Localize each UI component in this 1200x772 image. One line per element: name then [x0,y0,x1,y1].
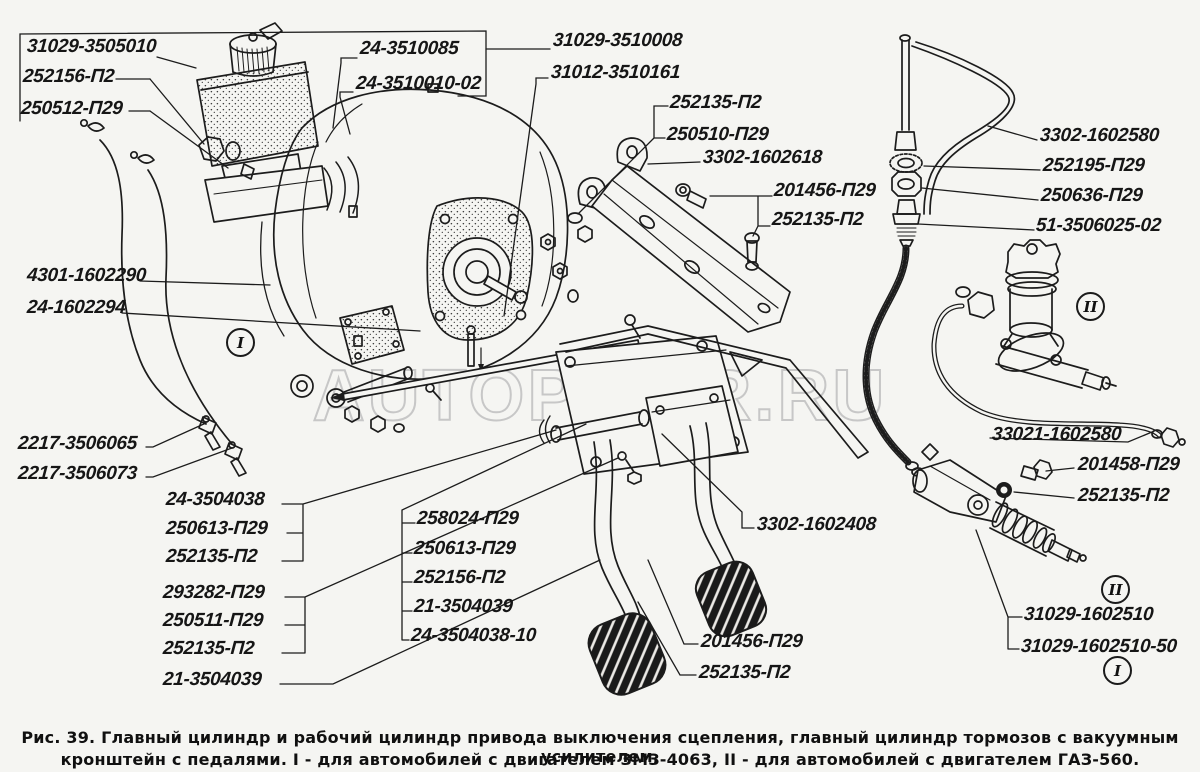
variant-marker-I: I [226,328,255,357]
variant-marker-I: I [1103,656,1132,685]
figure-caption-line-2: кронштейн с педалями. I - для автомобиле… [60,750,1140,769]
leader-lines [19,30,1153,685]
variant-marker-II: II [1101,575,1130,604]
figure-caption-line-1: Рис. 39. Главный цилиндр и рабочий цилин… [21,728,1179,766]
variant-marker-II: II [1076,292,1105,321]
mechanical-drawing [79,22,1186,696]
